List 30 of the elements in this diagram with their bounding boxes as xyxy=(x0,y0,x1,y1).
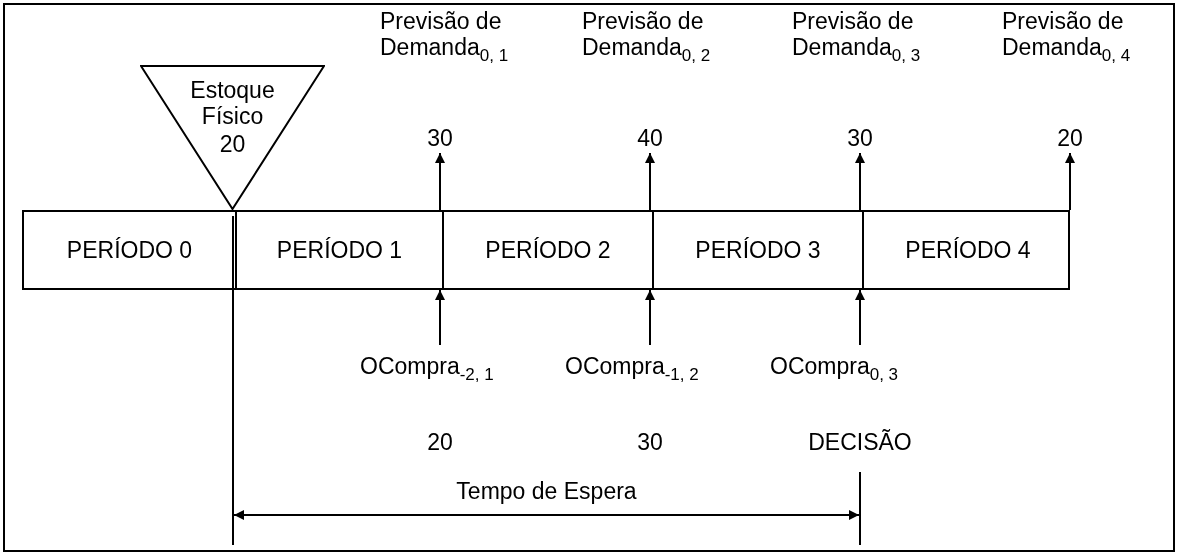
arrow xyxy=(435,289,445,346)
order-label: OCompra$_{0, 3}$ xyxy=(770,353,899,386)
arrow xyxy=(645,289,655,346)
order-value: DECISÃO xyxy=(808,429,912,455)
arrow xyxy=(645,152,655,211)
forecast-label: Previsão de Demanda$_{0, 3}$ xyxy=(792,8,922,67)
forecast-value: 40 xyxy=(637,125,663,151)
arrow xyxy=(855,152,865,211)
period-cell: PERÍODO 4 xyxy=(862,212,1072,288)
forecast-label: Previsão de Demanda$_{0, 1}$ xyxy=(380,8,510,67)
order-label: OCompra$_{-1, 2}$ xyxy=(565,353,699,386)
timeline-bar xyxy=(22,210,1070,290)
period-cell: PERÍODO 0 xyxy=(24,212,235,288)
stock-label: Estoque Físico xyxy=(189,77,276,129)
forecast-label: Previsão de Demanda$_{0, 2}$ xyxy=(582,8,712,67)
order-value: 30 xyxy=(637,429,663,455)
arrow xyxy=(855,289,865,346)
period-cell: PERÍODO 2 xyxy=(442,212,652,288)
arrow xyxy=(1065,152,1075,211)
forecast-value: 30 xyxy=(847,125,873,151)
period-cell: PERÍODO 3 xyxy=(652,212,862,288)
order-value: 20 xyxy=(427,429,453,455)
forecast-value: 30 xyxy=(427,125,453,151)
order-label: OCompra$_{-2, 1}$ xyxy=(360,353,494,386)
forecast-label: Previsão de Demanda$_{0, 4}$ xyxy=(1002,8,1132,67)
dimension-label: Tempo de Espera xyxy=(455,478,638,504)
arrow xyxy=(435,152,445,211)
period-cell: PERÍODO 1 xyxy=(235,212,442,288)
stock-value: 20 xyxy=(218,131,247,157)
forecast-value: 20 xyxy=(1057,125,1083,151)
